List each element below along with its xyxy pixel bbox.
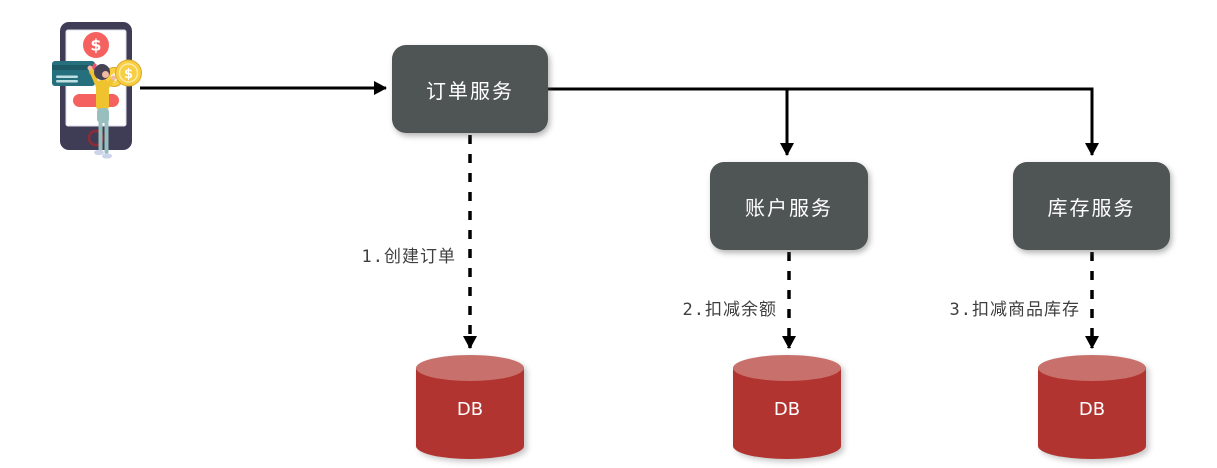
db-label: DB (456, 399, 484, 420)
dollar-icon: $ (124, 67, 133, 82)
person-face (102, 71, 109, 78)
connector-arrows (140, 81, 1099, 349)
db-cylinder-top (416, 355, 524, 381)
db-cylinder-body (1038, 368, 1146, 446)
db-cylinder-order: DB (416, 355, 524, 459)
edge-label-create-order: 1.创建订单 (361, 247, 456, 267)
dollar-badge-icon (83, 32, 109, 58)
service-node-account-label: 账户服务 (745, 195, 833, 220)
db-label: DB (773, 399, 801, 420)
db-cylinder-inventory: DB (1038, 355, 1146, 459)
home-button-icon (87, 129, 105, 147)
db-cylinder-top (733, 355, 841, 381)
person-hips (97, 108, 109, 123)
arrow-order-to-inventory (548, 87, 1099, 156)
service-node-inventory-label: 库存服务 (1047, 195, 1136, 220)
db-cylinder-account: DB (733, 355, 841, 459)
service-node-order-label: 订单服务 (426, 78, 514, 103)
service-node-account: 账户服务 (710, 162, 868, 250)
person-torso (96, 80, 109, 111)
db-cylinder-top (1038, 355, 1146, 381)
dollar-icon: $ (90, 36, 101, 55)
person-figure (87, 64, 116, 159)
db-cylinder-body (416, 368, 524, 446)
service-node-order: 订单服务 (392, 45, 548, 133)
coin-icon-large: $ (115, 59, 142, 87)
edge-label-deduct-balance: 2.扣减余额 (682, 300, 777, 320)
db-cylinder-body (733, 368, 841, 446)
credit-card-icon (52, 61, 95, 86)
edge-label-deduct-inventory: 3.扣减商品库存 (949, 300, 1080, 320)
service-node-inventory: 库存服务 (1013, 162, 1170, 250)
payment-user-illustration: $ $ $ (52, 22, 142, 159)
db-label: DB (1078, 399, 1106, 420)
